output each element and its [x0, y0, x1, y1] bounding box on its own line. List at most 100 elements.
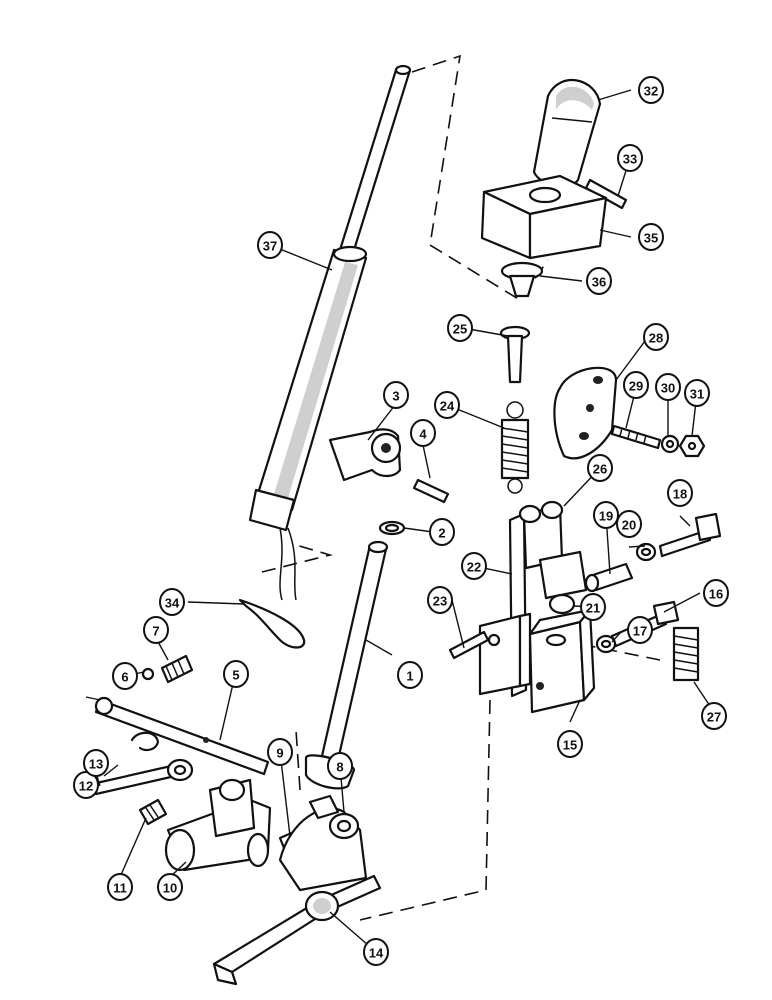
callout-circle	[447, 314, 473, 342]
callout-number: 29	[629, 379, 643, 394]
callout-35: 35	[638, 223, 664, 251]
callout-circle	[593, 501, 619, 529]
sleeve-19	[584, 562, 634, 593]
callout-33: 33	[617, 144, 643, 172]
callout-circle	[461, 552, 487, 580]
tension-spring	[500, 401, 530, 494]
callout-number: 25	[453, 322, 467, 337]
callout-number: 20	[622, 518, 636, 533]
callout-number: 22	[467, 560, 481, 575]
callout-circle	[410, 419, 436, 447]
callout-4: 4	[410, 419, 436, 447]
callout-circle	[73, 771, 99, 799]
callout-7: 7	[143, 616, 169, 644]
callout-circle	[257, 231, 283, 259]
roll-pin-23	[448, 630, 490, 660]
lever-shaft	[304, 540, 389, 790]
callout-27: 27	[701, 702, 727, 730]
washer-20	[635, 542, 657, 562]
compression-spring	[672, 626, 700, 682]
callout-number: 9	[276, 746, 283, 761]
callout-19: 19	[593, 501, 619, 529]
callout-number: 21	[586, 601, 600, 616]
callout-number: 7	[152, 624, 159, 639]
stud-bolt	[610, 424, 662, 450]
callout-circle	[143, 616, 169, 644]
callout-15: 15	[557, 730, 583, 758]
callout-circle	[383, 381, 409, 409]
lever-bracket	[328, 428, 402, 482]
shift-lever-rod	[248, 64, 412, 601]
callout-28: 28	[643, 323, 669, 351]
callout-labels: 1234567891011121314151617181920212223242…	[73, 76, 729, 966]
callout-9: 9	[267, 738, 293, 766]
callout-8: 8	[327, 752, 353, 780]
callout-17: 17	[627, 616, 653, 644]
callout-circle	[667, 479, 693, 507]
callout-number: 30	[661, 381, 675, 396]
callout-circle	[327, 752, 353, 780]
selector-rail	[94, 696, 270, 776]
callout-circle	[83, 749, 109, 777]
callout-25: 25	[447, 314, 473, 342]
callout-circle	[587, 454, 613, 482]
callout-30: 30	[655, 373, 681, 401]
callout-circle	[684, 379, 710, 407]
callout-3: 3	[383, 381, 409, 409]
gate-bracket-assembly	[478, 500, 596, 714]
shift-fork-10	[164, 778, 272, 872]
callout-34: 34	[159, 588, 185, 616]
lever-knob	[532, 78, 602, 188]
callout-circle	[617, 144, 643, 172]
callout-number: 11	[113, 881, 127, 896]
washer-30	[660, 434, 680, 454]
roll-pin-4	[412, 478, 450, 504]
callout-circle	[157, 873, 183, 901]
callout-circle	[107, 873, 133, 901]
callout-number: 2	[438, 526, 445, 541]
callout-13: 13	[83, 749, 109, 777]
callout-24: 24	[434, 391, 460, 419]
callout-number: 5	[232, 668, 239, 683]
callout-2: 2	[429, 518, 455, 546]
callout-number: 6	[121, 670, 128, 685]
callout-circle	[701, 702, 727, 730]
callout-10: 10	[157, 873, 183, 901]
callout-6: 6	[112, 662, 138, 690]
callout-number: 24	[440, 399, 455, 414]
cam-plate	[553, 366, 618, 460]
callout-circle	[557, 730, 583, 758]
detent-ball	[141, 667, 155, 681]
callout-circle	[638, 223, 664, 251]
callout-circle	[434, 391, 460, 419]
washer-17	[595, 634, 617, 654]
callout-11: 11	[107, 873, 133, 901]
circlip	[130, 731, 160, 752]
callout-circle	[363, 938, 389, 966]
callout-circle	[627, 616, 653, 644]
callout-14: 14	[363, 938, 389, 966]
o-ring-2	[378, 520, 406, 536]
callout-21: 21	[580, 593, 606, 621]
callout-number: 33	[623, 152, 637, 167]
callout-circle	[580, 593, 606, 621]
callout-16: 16	[703, 579, 729, 607]
set-screw	[138, 798, 168, 826]
callout-number: 19	[599, 509, 613, 524]
callout-36: 36	[586, 267, 612, 295]
spring-clip	[238, 598, 306, 649]
callout-circle	[223, 660, 249, 688]
callout-number: 12	[79, 779, 93, 794]
shift-fork-14	[212, 794, 382, 986]
callout-number: 18	[673, 487, 687, 502]
callout-number: 10	[163, 881, 177, 896]
callout-37: 37	[257, 231, 283, 259]
callout-number: 34	[165, 596, 180, 611]
callout-number: 13	[89, 757, 103, 772]
callout-circle	[616, 510, 642, 538]
callout-circle	[586, 267, 612, 295]
callout-number: 32	[644, 84, 658, 99]
callout-32: 32	[638, 76, 664, 104]
bolt-18	[658, 512, 722, 558]
